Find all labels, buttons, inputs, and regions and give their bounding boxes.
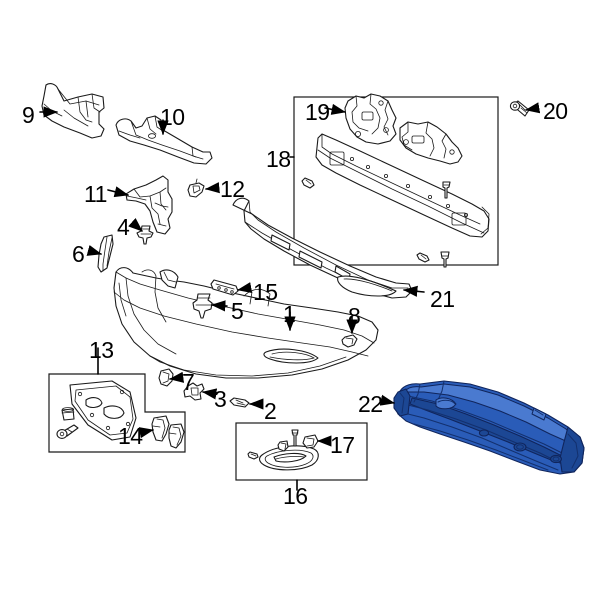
- part-12-retainer-clip: [187, 178, 205, 198]
- part-22-energy-absorber-highlighted: [393, 380, 585, 475]
- callout-label-14[interactable]: 14: [118, 423, 143, 449]
- callout-label-22[interactable]: 22: [358, 391, 383, 417]
- part-1-front-bumper-cover: [113, 267, 379, 379]
- group-box-13: [48, 373, 186, 453]
- part-19-beam-bracket-right: [399, 121, 463, 165]
- leader-lines: [39, 102, 541, 491]
- part-3-push-rivet: [183, 382, 205, 401]
- part-14-license-plate-clip-b: [168, 423, 185, 449]
- part-18-reinforcement-beam: [315, 133, 490, 238]
- part-2-screw: [229, 397, 250, 408]
- callout-label-2[interactable]: 2: [264, 398, 277, 424]
- part-8-clip: [341, 334, 358, 348]
- part-7-side-clip: [158, 368, 174, 387]
- part-5-grommet-clip: [192, 293, 213, 319]
- callout-label-6[interactable]: 6: [72, 241, 85, 267]
- callout-label-17[interactable]: 17: [330, 432, 355, 458]
- callout-label-11[interactable]: 11: [84, 181, 107, 207]
- callout-label-20[interactable]: 20: [543, 98, 568, 124]
- part-9-upper-left-bracket: [41, 83, 105, 139]
- callout-label-8[interactable]: 8: [348, 303, 361, 329]
- callout-label-5[interactable]: 5: [231, 298, 244, 324]
- callout-label-15[interactable]: 15: [253, 279, 278, 305]
- box-18-fastener-bottom-b: [440, 251, 450, 268]
- box-18-fastener-center: [442, 181, 451, 199]
- part-11-side-bracket: [125, 175, 173, 235]
- callout-label-13[interactable]: 13: [89, 337, 114, 363]
- callout-label-3[interactable]: 3: [214, 386, 227, 412]
- part-20-flange-bolt: [509, 100, 530, 117]
- part-15-cover-retainer: [210, 279, 239, 296]
- part-14-license-plate-clip-a: [151, 415, 170, 442]
- part-17-fog-light-retainer: [302, 434, 319, 449]
- box-13-grommet: [61, 407, 75, 421]
- callout-label-21[interactable]: 21: [430, 286, 455, 312]
- callout-label-19[interactable]: 19: [305, 99, 330, 125]
- callout-label-12[interactable]: 12: [220, 176, 245, 202]
- part-13-license-plate-bracket: [69, 380, 137, 441]
- part-10-upper-tie-bar: [115, 115, 213, 165]
- group-box-18: [293, 96, 499, 266]
- callout-label-7[interactable]: 7: [182, 369, 195, 395]
- callout-label-9[interactable]: 9: [22, 102, 35, 128]
- part-4-push-pin: [136, 225, 154, 245]
- part-16-fog-light: [259, 445, 319, 471]
- part-19-beam-bracket-left: [344, 93, 397, 145]
- box-16-clip-small: [277, 440, 289, 452]
- callout-label-4[interactable]: 4: [117, 214, 130, 240]
- callout-label-18[interactable]: 18: [266, 146, 291, 172]
- box-16-screw-small: [247, 451, 259, 460]
- callout-label-10[interactable]: 10: [160, 104, 185, 130]
- box-18-fastener-left: [301, 177, 315, 189]
- callout-label-16[interactable]: 16: [283, 483, 308, 509]
- box-18-fastener-bottom-a: [416, 252, 430, 263]
- group-box-16: [235, 422, 368, 481]
- box-16-screw-vertical: [291, 429, 299, 447]
- part-21-lower-valance: [232, 197, 413, 299]
- box-13-screw: [56, 424, 79, 439]
- callout-label-1[interactable]: 1: [283, 301, 296, 327]
